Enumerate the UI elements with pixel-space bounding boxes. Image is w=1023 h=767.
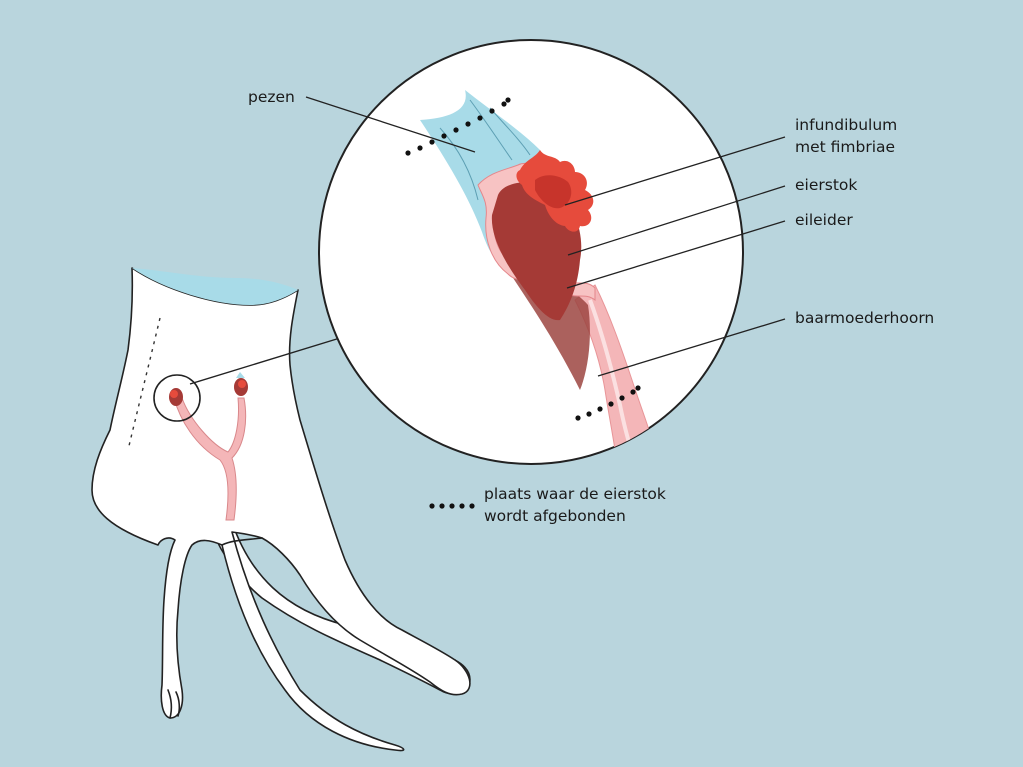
leader-lines	[305, 96, 786, 377]
fimbriae-inner	[535, 175, 572, 209]
leader-pezen	[305, 96, 476, 153]
legend: plaats waar de eierstok wordt afgebonden	[428, 483, 666, 527]
label-infundibulum: infundibulum met fimbriae	[795, 114, 897, 158]
dog-body	[91, 267, 471, 752]
body-tissue-top	[132, 268, 298, 305]
zoom-connector	[189, 337, 341, 385]
legend-line1: plaats waar de eierstok	[484, 485, 666, 503]
legend-dots-icon	[429, 503, 475, 509]
dog-hindquarters	[91, 267, 471, 752]
label-tendons: pezen	[248, 88, 295, 106]
zoom-indicator-circle	[153, 374, 201, 422]
label-oviduct: eileider	[795, 211, 853, 229]
tail-line	[221, 537, 263, 546]
leader-eileider	[566, 220, 786, 289]
label-uterine-horn: baarmoederhoorn	[795, 309, 935, 327]
leader-infundibulum	[564, 136, 786, 206]
label-infundibulum-line1: infundibulum	[795, 116, 898, 134]
near-paw	[167, 689, 181, 719]
legend-text: plaats waar de eierstok wordt afgebonden	[484, 483, 666, 527]
ligature-dots-bottom	[575, 385, 641, 421]
ligature-dots-top	[405, 97, 511, 156]
mesovarium	[495, 250, 590, 390]
legend-line2: wordt afgebonden	[484, 507, 626, 525]
label-ovary: eierstok	[795, 176, 858, 194]
leader-eierstok	[567, 185, 786, 256]
label-infundibulum-line2: met fimbriae	[795, 138, 896, 156]
leader-baarmoederhoorn	[597, 318, 786, 377]
incision-line	[127, 317, 161, 451]
zoom-content	[420, 90, 656, 453]
uterine-horn-highlight	[588, 299, 634, 453]
uterus-overview	[173, 397, 247, 521]
tendons-shape	[420, 90, 541, 265]
ovaries-overview	[169, 372, 248, 406]
